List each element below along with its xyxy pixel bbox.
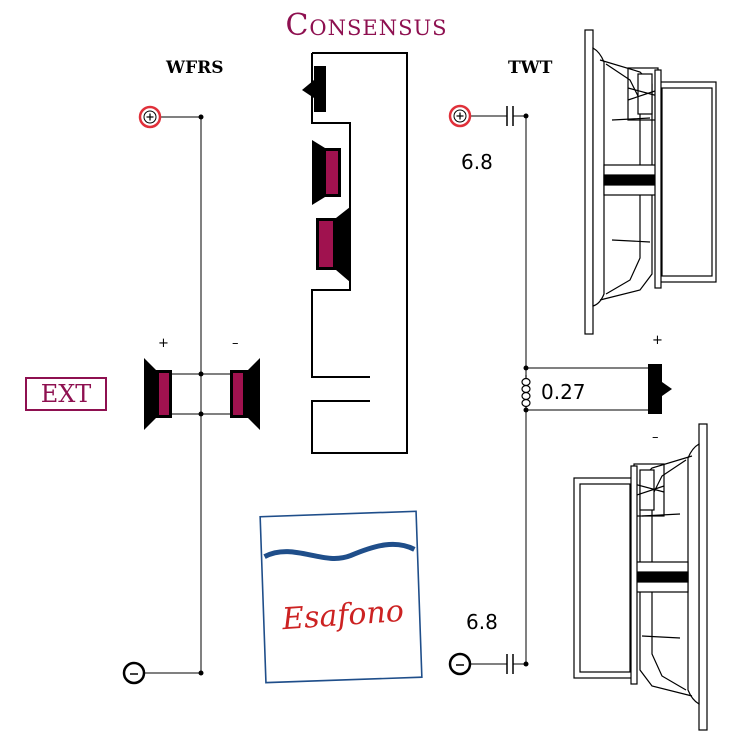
capacitor-bottom-value: 6.8 [466, 610, 498, 634]
cabinet-woofer-upper-icon [312, 140, 341, 205]
tweeter-minus-terminal-icon [448, 652, 472, 676]
driver-lower-icon [573, 423, 708, 731]
woofer-minus-mark: – [232, 336, 239, 351]
woofer-minus-terminal-icon [122, 661, 146, 685]
tweeter-wiring [470, 115, 648, 665]
ext-badge: EXT [25, 377, 107, 411]
inductor-value: 0.27 [541, 380, 586, 404]
tweeter-plus-terminal-icon [448, 104, 472, 128]
woofer-left-icon [144, 358, 172, 430]
woofers-label: WFRS [166, 58, 224, 78]
capacitor-top-value: 6.8 [461, 150, 493, 174]
woofer-wiring [144, 116, 232, 674]
woofer-plus-mark: + [158, 336, 169, 351]
tweeter-symbol-icon [648, 364, 672, 414]
esafono-logo-icon [259, 510, 423, 684]
cabinet-section-icon [311, 52, 408, 454]
driver-upper-icon [584, 29, 717, 335]
inductor-coil-icon [521, 375, 531, 410]
tweeter-minus-mark: – [652, 430, 659, 445]
woofer-plus-terminal-icon [138, 105, 162, 129]
diagram-title: Consensus [285, 8, 448, 43]
woofer-right-icon [230, 358, 260, 430]
capacitor-top-icon [506, 106, 514, 126]
capacitor-bottom-icon [506, 654, 514, 674]
tweeter-plus-mark: + [652, 333, 663, 348]
cabinet-tweeter-icon [302, 66, 326, 112]
cabinet-woofer-lower-icon [316, 207, 350, 282]
tweeter-label: TWT [508, 58, 553, 78]
